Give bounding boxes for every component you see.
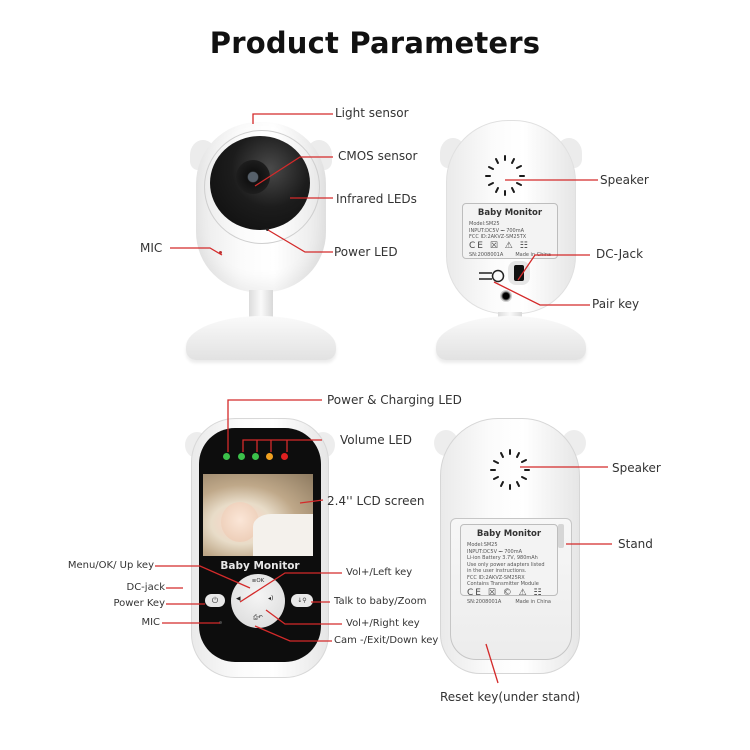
label-lcd-screen: 2.4'' LCD screen: [327, 494, 425, 508]
serial-number: SN:2008001A: [467, 599, 502, 605]
power-led-dot: [266, 228, 269, 231]
camera-rim: [204, 130, 320, 244]
volume-led-2: [252, 453, 259, 460]
card-line: Li-ion Battery 3.7V, 980mAh: [467, 555, 538, 561]
monitor-back: Baby Monitor Model:SM25 INPUT:DC5V ⎓ 700…: [430, 418, 590, 680]
pair-key-icon[interactable]: [478, 268, 506, 284]
card-title: Baby Monitor: [477, 208, 543, 218]
page-title: Product Parameters: [209, 26, 541, 60]
label-dc-jack: DC-Jack: [596, 247, 644, 261]
label-power-charging-led: Power & Charging LED: [327, 393, 462, 407]
label-vol-left-key: Vol+/Left key: [346, 567, 413, 578]
label-monitor-speaker: Speaker: [612, 461, 661, 475]
card-line: Contains Transmitter Module: [467, 581, 539, 587]
stand-hinge-slot: [558, 524, 564, 548]
camera-front: [186, 118, 336, 368]
mic-hole: [219, 251, 222, 254]
camera-back-label-card: Baby Monitor Model:SM25 INPUT:DC5V ⎓ 700…: [462, 203, 558, 259]
camera-back-base: [436, 316, 586, 360]
card-line: FCC ID:2AKVZ-SM25RX: [467, 574, 525, 581]
label-power-key: Power Key: [113, 598, 165, 609]
audio-hole: [500, 290, 512, 302]
certification-marks: CE ☒ © ⚠ ☷: [467, 587, 544, 598]
label-light-sensor: Light sensor: [335, 106, 409, 120]
camera-base: [186, 316, 336, 360]
screen-brand-text: Baby Monitor: [220, 560, 300, 572]
volume-led-1: [238, 453, 245, 460]
talk-zoom-button[interactable]: ↓⚲: [291, 594, 313, 607]
label-menu-ok-up-key: Menu/OK/ Up key: [67, 560, 154, 571]
right-key-icon[interactable]: ◂): [268, 595, 274, 602]
card-line: INPUT:DC5V ⎓ 700mA: [469, 227, 525, 234]
baby-face: [221, 502, 259, 542]
card-title: Baby Monitor: [476, 529, 542, 539]
left-key-icon[interactable]: ◂: [236, 594, 241, 604]
menu-ok-up-key[interactable]: ≡OK: [251, 578, 265, 584]
volume-led-4: [281, 453, 288, 460]
made-in: Made in China: [515, 599, 551, 605]
camera-back: Baby Monitor Model:SM25 INPUT:DC5V ⎓ 700…: [436, 118, 586, 368]
label-vol-right-key: Vol+/Right key: [346, 618, 420, 629]
power-icon: ⏻: [211, 596, 219, 605]
label-camera-speaker: Speaker: [600, 173, 649, 187]
serial-number: SN:2008001A: [469, 252, 504, 258]
navigation-dpad[interactable]: ≡OK ◂ ◂) ⎙↶: [231, 574, 285, 628]
card-line: Model:SM25: [469, 221, 500, 227]
label-talk-zoom: Talk to baby/Zoom: [334, 596, 427, 607]
power-button[interactable]: ⏻: [205, 594, 225, 607]
monitor-back-label-card: Baby Monitor Model:SM25 INPUT:DC5V ⎓ 700…: [460, 524, 558, 605]
card-line: Use only power adapters listed: [467, 561, 545, 568]
label-monitor-dc-jack: DC-jack: [126, 582, 166, 593]
label-reset-key: Reset key(under stand): [440, 690, 581, 704]
speaker-grille-icon: [490, 449, 530, 490]
label-infrared-leds: Infrared LEDs: [336, 192, 417, 206]
label-power-led: Power LED: [334, 245, 398, 259]
card-line: FCC ID:2AKVZ-SM25TX: [469, 234, 527, 240]
label-stand: Stand: [618, 537, 653, 551]
label-monitor-mic: MIC: [141, 617, 160, 628]
monitor-front: Baby Monitor ⏻ ≡OK ◂ ◂) ⎙↶ ↓⚲: [185, 418, 335, 683]
card-line: Model:SM25: [467, 542, 498, 548]
label-cmos-sensor: CMOS sensor: [338, 149, 418, 163]
power-charging-led: [223, 453, 230, 460]
volume-led-3: [266, 453, 273, 460]
dc-jack-port: [508, 261, 530, 285]
down-key-icon[interactable]: ⎙↶: [253, 614, 263, 621]
lcd-screen: [203, 474, 313, 556]
baby-blanket: [253, 514, 313, 556]
label-camera-mic: MIC: [140, 241, 163, 255]
talk-zoom-icon: ↓⚲: [297, 597, 307, 604]
made-in: Made in China: [515, 252, 551, 258]
card-line: INPUT:DC5V ⎓ 700mA: [467, 548, 523, 555]
speaker-grille-icon: [485, 155, 525, 196]
monitor-mic-hole: [219, 621, 222, 624]
label-pair-key: Pair key: [592, 297, 640, 311]
label-cam-exit-down-key: Cam -/Exit/Down key: [334, 635, 439, 646]
label-volume-led: Volume LED: [340, 433, 412, 447]
cmos-lens: [236, 160, 270, 194]
certification-marks: CE ☒ ⚠ ☷: [469, 240, 530, 251]
card-line: in the user instructions.: [467, 568, 527, 574]
